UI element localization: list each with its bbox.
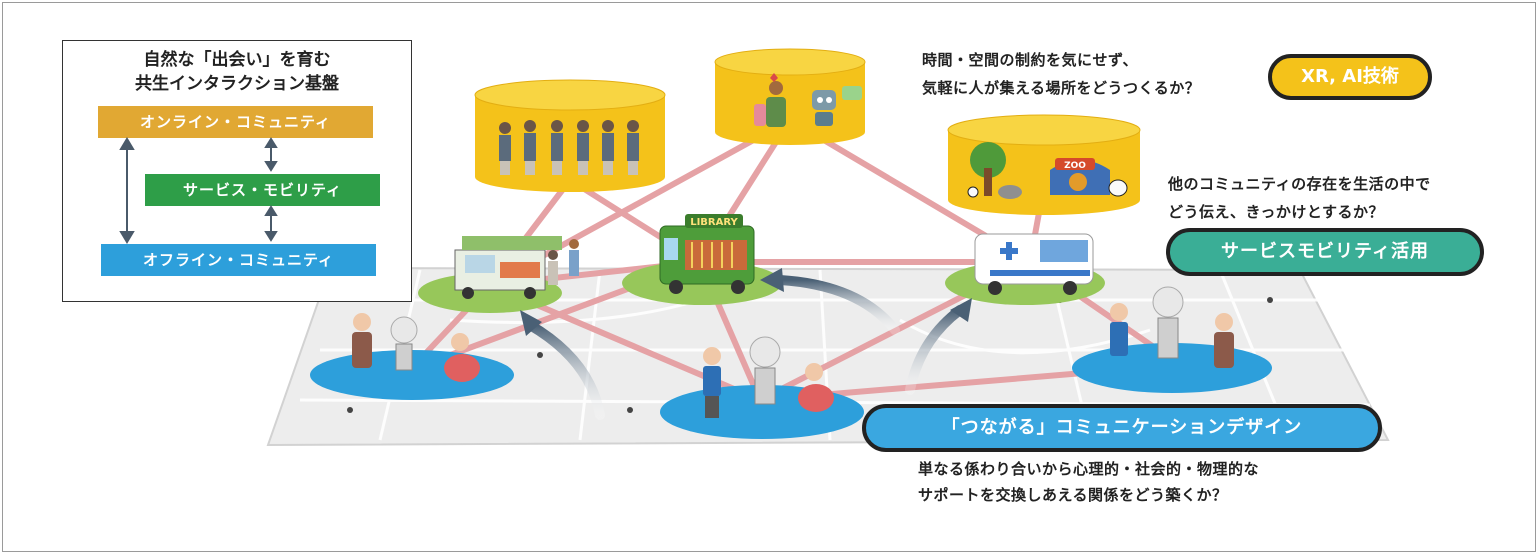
bottom-question-line1: 単なる係わり合いから心理的・社会的・物理的な	[918, 460, 1260, 478]
avatar-figures	[499, 120, 639, 175]
legend-title-line2: 共生インタラクション基盤	[135, 74, 339, 94]
library-bus: LIBRARY	[659, 214, 755, 294]
flow-arrows	[525, 275, 965, 420]
top-question-line1: 時間・空間の制約を気にせず、	[922, 51, 1138, 69]
online-cylinders	[474, 48, 1141, 215]
top-question-line2: 気軽に人が集える場所をどうつくるか？	[922, 79, 1201, 97]
service-mobility-text: サービスモビリティ活用	[1221, 241, 1429, 262]
person-robot-icons	[754, 73, 862, 127]
bottom-question-line2: サポートを交換しあえる関係をどう築くか？	[918, 486, 1228, 504]
community-members	[352, 286, 1234, 418]
arrow-heads	[520, 268, 972, 336]
zoo-sign: ZOO	[1064, 161, 1086, 171]
food-truck	[454, 236, 579, 299]
xr-ai-label: XR, AI技術	[1268, 54, 1432, 100]
zoo-scene: ZOO	[967, 142, 1128, 199]
legend-arrows	[119, 137, 278, 244]
library-sign: LIBRARY	[690, 217, 738, 228]
communication-design-label: 「つながる」コミュニケーションデザイン	[862, 404, 1382, 452]
communication-design-text: 「つながる」コミュニケーションデザイン	[941, 417, 1303, 438]
service-van	[974, 233, 1094, 295]
legend-title-line1: 自然な「出会い」を育む	[143, 50, 331, 70]
mid-question-line1: 他のコミュニティの存在を生活の中で	[1168, 175, 1431, 193]
online-community-bar: オンライン・コミュニティ	[98, 106, 373, 138]
offline-community-bar: オフライン・コミュニティ	[101, 244, 376, 276]
mid-question-line2: どう伝え、きっかけとするか？	[1168, 203, 1384, 221]
xr-ai-text: XR, AI技術	[1301, 66, 1399, 87]
service-mobility-bar: サービス・モビリティ	[145, 174, 380, 206]
legend-box: 自然な「出会い」を育む 共生インタラクション基盤 オンライン・コミュニティ サー…	[62, 40, 412, 302]
service-mobility-label: サービスモビリティ活用	[1166, 228, 1484, 276]
